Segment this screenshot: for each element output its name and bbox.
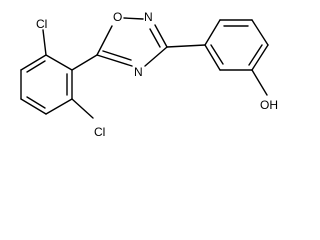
hydroxyphenyl-ring	[204, 19, 269, 71]
double-bond-inner	[210, 44, 224, 65]
bond	[251, 44, 269, 71]
bond	[204, 44, 221, 71]
bond-oxadiazole-phenol	[166, 44, 206, 48]
double-bond-inner	[26, 96, 46, 109]
atom-n-ring-top: N	[144, 10, 153, 24]
atom-oh: OH	[260, 98, 278, 112]
atom-n-ring-bottom: N	[134, 65, 143, 79]
bond	[20, 98, 47, 115]
oxadiazole-ring	[96, 17, 168, 67]
molecule-drawing: Cl Cl O N N OH	[20, 10, 278, 139]
bond	[45, 54, 73, 71]
double-bond-inner	[26, 60, 46, 73]
double-bond-inner	[248, 44, 263, 66]
dichlorophenyl-ring	[20, 54, 73, 115]
bond	[204, 19, 221, 46]
bond	[45, 98, 73, 115]
atom-o-ring: O	[113, 10, 122, 24]
bond-c3-n4	[144, 46, 168, 67]
bond-o1-n2	[123, 17, 144, 20]
bond-n4-c5	[96, 54, 133, 67]
bond-n4-c5-double	[102, 50, 132, 61]
bond-c5-o1	[96, 25, 113, 56]
structure-diagram: Cl Cl O N N OH	[20, 10, 278, 139]
bond-n2-c3	[154, 24, 168, 48]
bond	[251, 19, 269, 46]
bond	[20, 54, 47, 71]
bond-to-cl-top	[42, 29, 47, 56]
atom-cl-top: Cl	[36, 17, 47, 31]
bond-to-oh	[251, 69, 268, 96]
atom-cl-bottom: Cl	[94, 125, 105, 139]
bond-n2-c3-double	[149, 28, 161, 48]
bond-phenyl-oxadiazole	[71, 54, 98, 71]
bond-to-cl-bottom	[71, 98, 94, 119]
